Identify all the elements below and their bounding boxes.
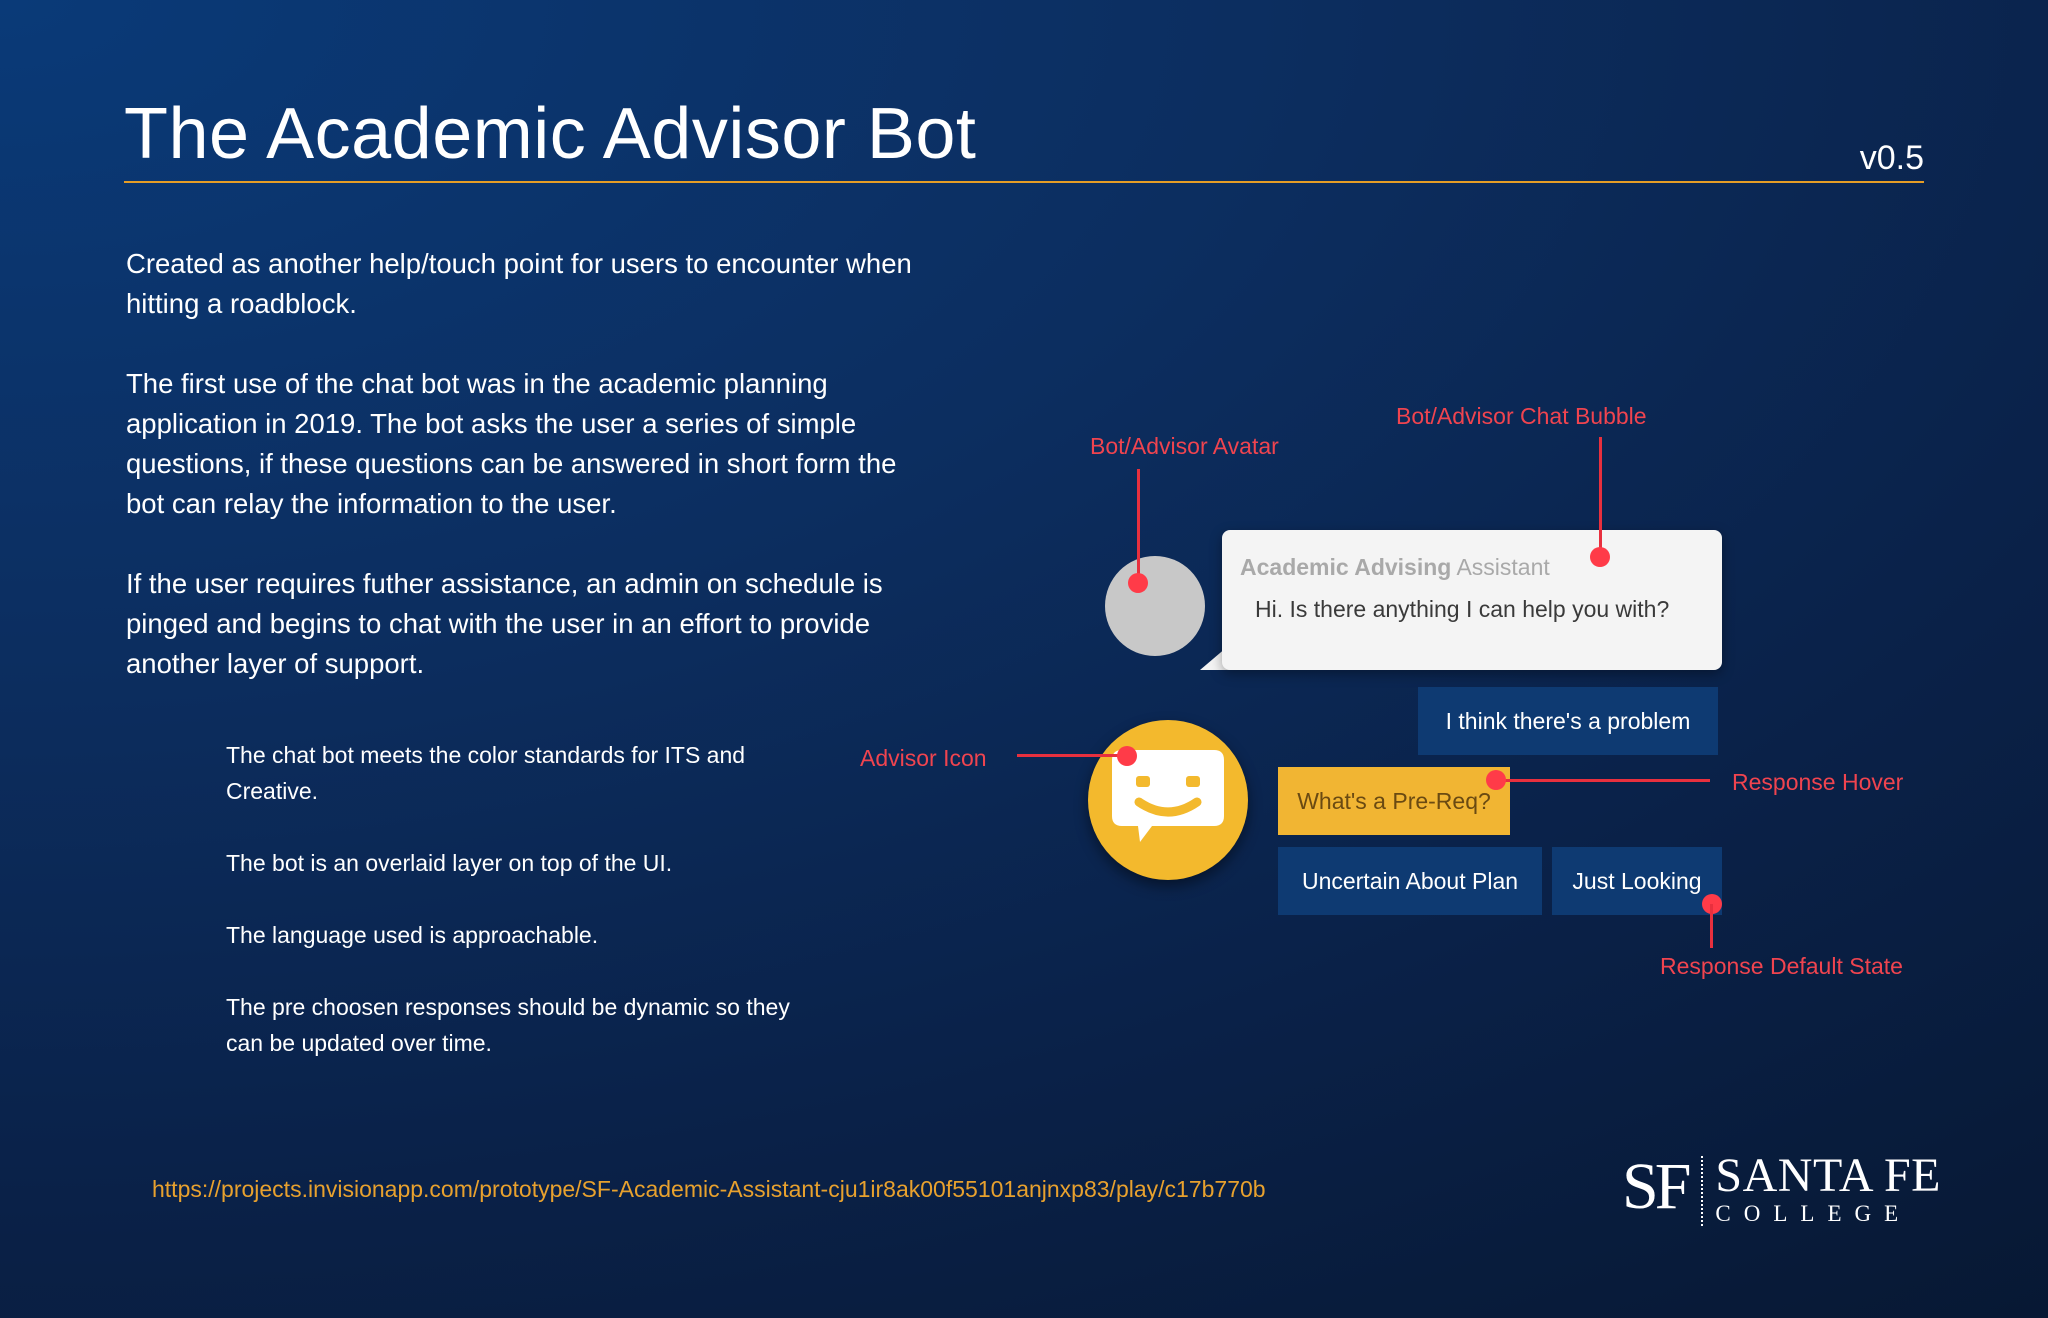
logo-separator	[1701, 1156, 1704, 1226]
bubble-sender-rest: Assistant	[1451, 554, 1550, 580]
response-button-uncertain[interactable]: Uncertain About Plan	[1278, 847, 1542, 915]
bot-avatar	[1105, 556, 1205, 656]
chat-bubble: Academic Advising Assistant Hi. Is there…	[1222, 530, 1722, 670]
logo-initials: SF	[1622, 1150, 1691, 1223]
title-underline	[124, 181, 1924, 183]
annotation-bubble-label: Bot/Advisor Chat Bubble	[1396, 403, 1647, 429]
logo-wordmark: SANTA FE COLLEGE	[1715, 1152, 1941, 1226]
annotation-default-label: Response Default State	[1660, 953, 1903, 979]
annotation-advisor-icon-line	[1017, 754, 1127, 757]
intro-paragraph: If the user requires futher assistance, …	[126, 568, 883, 679]
bubble-message: Hi. Is there anything I can help you wit…	[1255, 596, 1670, 622]
response-button-problem[interactable]: I think there's a problem	[1418, 687, 1718, 755]
santa-fe-college-logo: SF SANTA FE COLLEGE	[1622, 1152, 1941, 1228]
note-item: The language used is approachable.	[226, 922, 599, 948]
annotation-hover-dot	[1486, 770, 1506, 790]
annotation-hover-label: Response Hover	[1732, 769, 1904, 795]
version-label: v0.5	[1859, 139, 1924, 177]
annotation-hover-line	[1496, 779, 1710, 782]
intro-paragraph: The first use of the chat bot was in the…	[126, 368, 897, 519]
note-item: The bot is an overlaid layer on top of t…	[226, 850, 673, 876]
logo-name-bottom: COLLEGE	[1715, 1201, 1912, 1226]
annotation-avatar-dot	[1128, 573, 1148, 593]
annotation-bubble-dot	[1590, 547, 1610, 567]
response-button-looking[interactable]: Just Looking	[1552, 847, 1722, 915]
response-button-prereq[interactable]: What's a Pre-Req?	[1278, 767, 1510, 835]
intro-paragraph: Created as another help/touch point for …	[126, 248, 912, 319]
advisor-icon[interactable]	[1088, 720, 1248, 880]
prototype-link[interactable]: https://projects.invisionapp.com/prototy…	[152, 1176, 1266, 1202]
notes-list: The chat bot meets the color standards f…	[226, 737, 806, 1097]
annotation-avatar-label: Bot/Advisor Avatar	[1090, 433, 1279, 459]
page-title: The Academic Advisor Bot	[124, 94, 977, 174]
annotation-bubble-line	[1599, 437, 1602, 557]
logo-name-top: SANTA FE	[1715, 1149, 1941, 1202]
annotation-advisor-icon-label: Advisor Icon	[860, 745, 987, 771]
note-item: The chat bot meets the color standards f…	[226, 742, 746, 804]
bubble-sender-name: Academic Advising Assistant	[1240, 554, 1550, 581]
bubble-sender-bold: Academic Advising	[1240, 554, 1452, 580]
intro-text: Created as another help/touch point for …	[126, 244, 926, 724]
chat-face-icon	[1112, 750, 1224, 842]
annotation-advisor-icon-dot	[1117, 746, 1137, 766]
annotation-avatar-line	[1137, 469, 1140, 583]
annotation-default-line	[1710, 904, 1713, 948]
note-item: The pre choosen responses should be dyna…	[226, 994, 790, 1056]
